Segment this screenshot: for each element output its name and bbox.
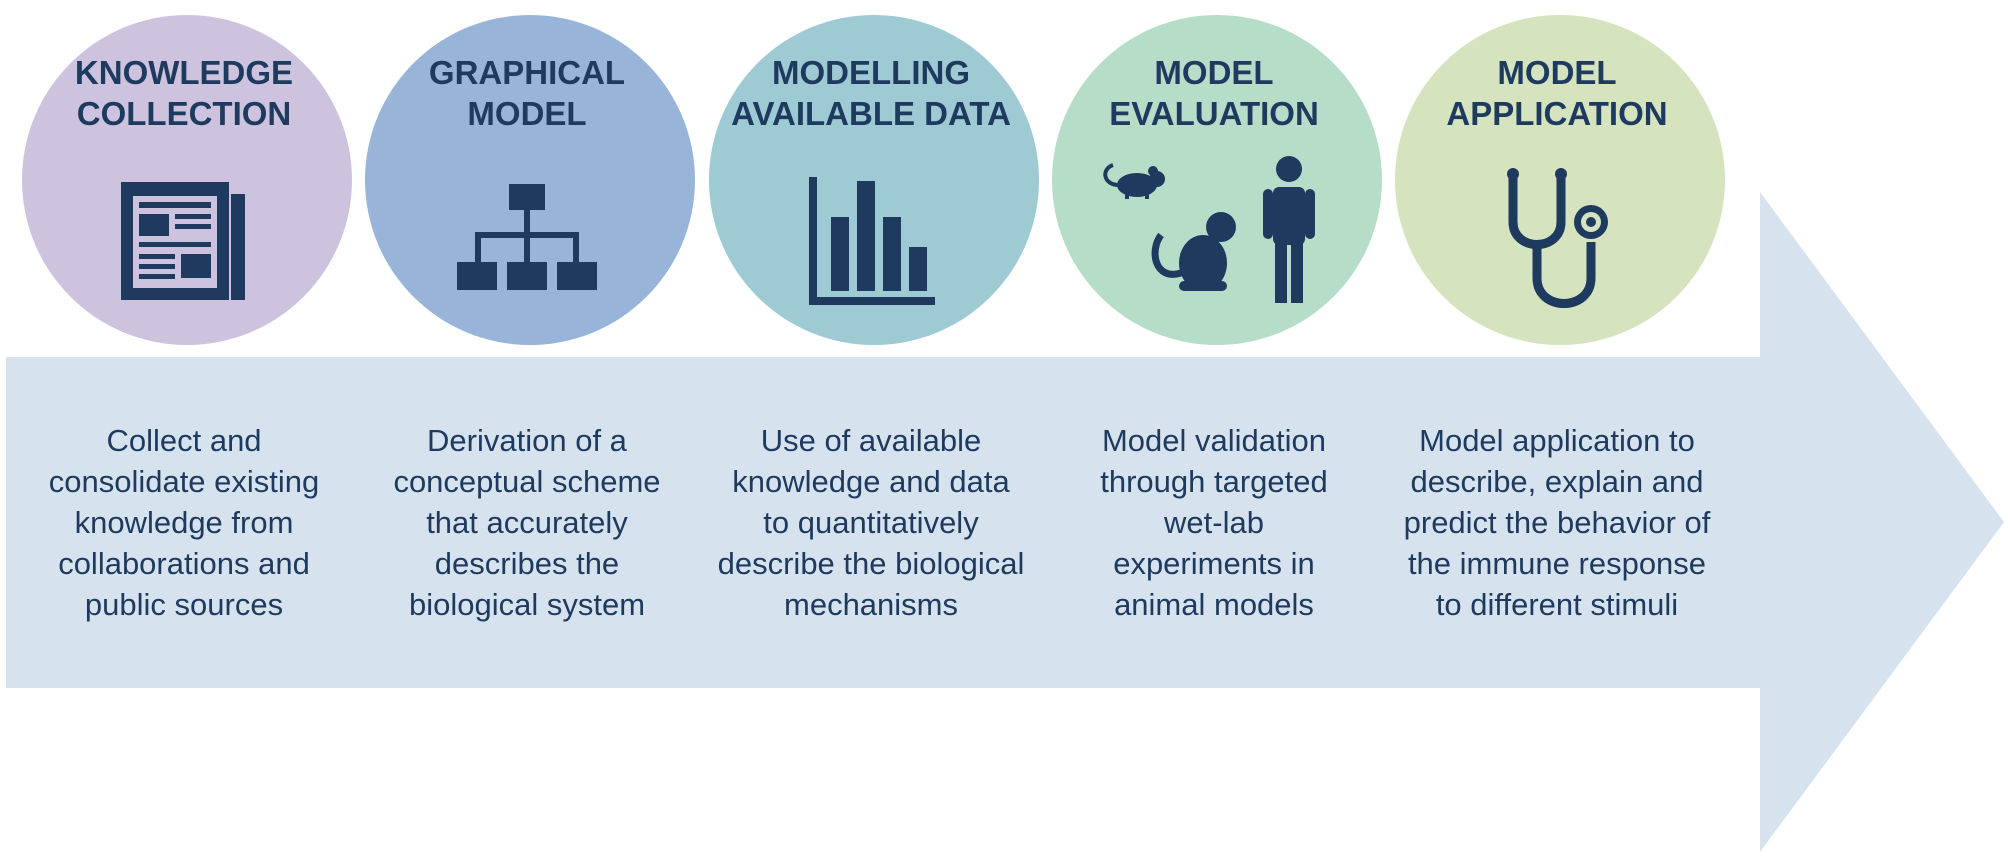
step-model-evaluation: MODEL EVALUATION <box>1042 0 1386 858</box>
mouse-icon <box>1103 163 1165 199</box>
stethoscope-icon <box>1385 165 1729 315</box>
step-description: Derivation of a conceptual scheme that a… <box>349 420 705 625</box>
step-description: Model application to describe, explain a… <box>1379 420 1735 625</box>
step-modelling-available-data: MODELLING AVAILABLE DATA Use of availabl… <box>699 0 1043 858</box>
bar-chart-icon <box>699 172 1043 312</box>
desc-line: Model application to <box>1419 423 1695 458</box>
step-title: GRAPHICAL MODEL <box>355 52 699 134</box>
desc-line: experiments in <box>1113 546 1315 581</box>
desc-line: that accurately <box>426 505 628 540</box>
step-title-line: EVALUATION <box>1109 95 1319 132</box>
step-title: MODEL EVALUATION <box>1042 52 1386 134</box>
step-title-line: GRAPHICAL <box>428 54 626 91</box>
step-title-line: APPLICATION <box>1446 95 1668 132</box>
desc-line: knowledge and data <box>732 464 1010 499</box>
step-title-line: MODEL <box>1497 54 1617 91</box>
step-model-application: MODEL APPLICATION Model application to d… <box>1385 0 1729 858</box>
desc-line: Model validation <box>1101 423 1327 458</box>
desc-line: biological system <box>408 587 646 622</box>
desc-line: mechanisms <box>784 587 958 622</box>
arrow-shape <box>6 192 2004 852</box>
step-title-line: COLLECTION <box>76 95 292 132</box>
desc-line: predict the behavior of <box>1403 505 1711 540</box>
desc-line: Collect and <box>106 423 262 458</box>
animals-human-icon <box>1042 150 1386 310</box>
desc-line: consolidate existing <box>48 464 320 499</box>
step-knowledge-collection: KNOWLEDGE COLLECTION Collect and consoli… <box>12 0 356 858</box>
hierarchy-icon <box>355 172 699 312</box>
desc-line: describe the biological <box>717 546 1025 581</box>
desc-line: the immune response <box>1407 546 1707 581</box>
desc-line: describe, explain and <box>1410 464 1704 499</box>
step-title-line: KNOWLEDGE <box>74 54 294 91</box>
step-title-line: AVAILABLE DATA <box>731 95 1011 132</box>
desc-line: to quantitatively <box>763 505 979 540</box>
step-title-line: MODEL <box>467 95 587 132</box>
monkey-icon <box>1151 212 1236 291</box>
desc-line: collaborations and <box>58 546 310 581</box>
desc-line: public sources <box>84 587 284 622</box>
desc-line: wet-lab <box>1164 505 1264 540</box>
step-title-line: MODEL <box>1154 54 1274 91</box>
newspaper-icon <box>12 172 356 312</box>
desc-line: knowledge from <box>74 505 294 540</box>
step-graphical-model: GRAPHICAL MODEL Derivation of a conceptu… <box>355 0 699 858</box>
step-description: Model validation through targeted wet-la… <box>1036 420 1392 625</box>
step-description: Collect and consolidate existing knowled… <box>6 420 362 625</box>
person-icon <box>1263 156 1315 303</box>
step-title: MODEL APPLICATION <box>1385 52 1729 134</box>
desc-line: through targeted <box>1100 464 1328 499</box>
step-description: Use of available knowledge and data to q… <box>693 420 1049 625</box>
desc-line: animal models <box>1114 587 1314 622</box>
desc-line: to different stimuli <box>1435 587 1679 622</box>
step-title: KNOWLEDGE COLLECTION <box>12 52 356 134</box>
desc-line: Use of available <box>760 423 982 458</box>
desc-line: describes the <box>434 546 620 581</box>
desc-line: conceptual scheme <box>393 464 661 499</box>
step-title: MODELLING AVAILABLE DATA <box>699 52 1043 134</box>
step-title-line: MODELLING <box>772 54 970 91</box>
desc-line: Derivation of a <box>427 423 627 458</box>
